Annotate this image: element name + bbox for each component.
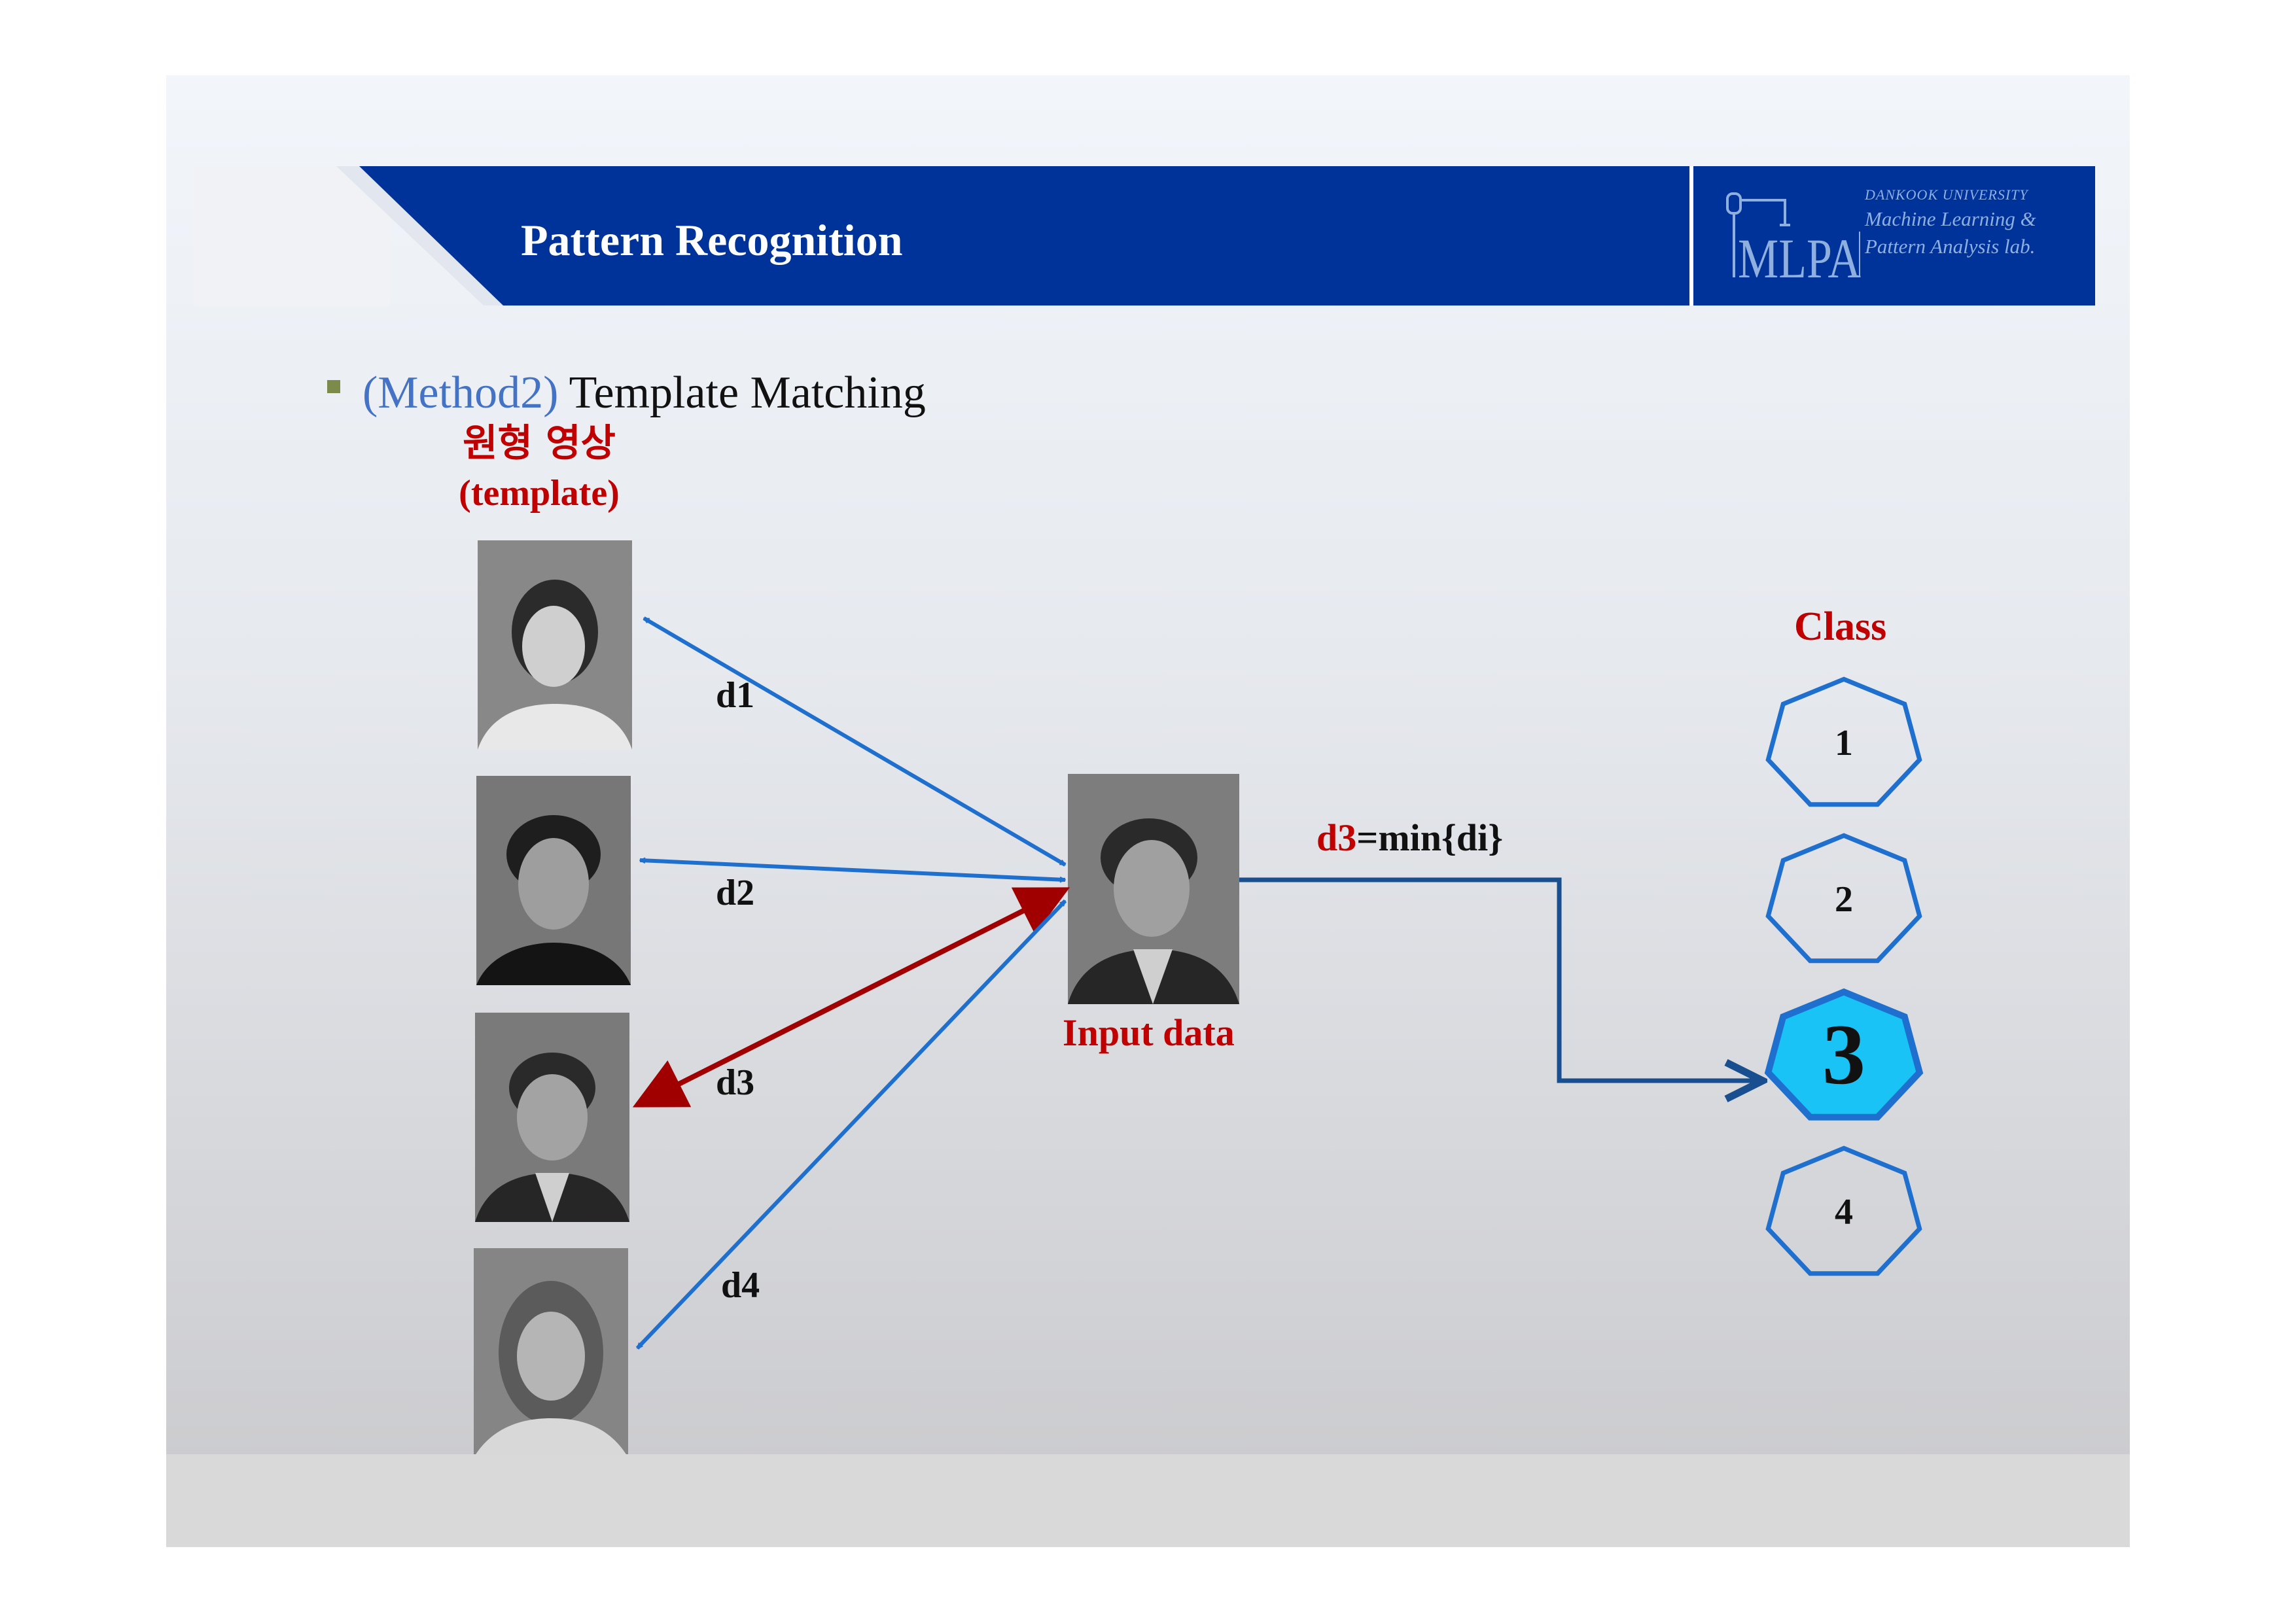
template-label-english: (template)	[459, 472, 620, 514]
logo-lab-line2: Pattern Analysis lab.	[1865, 235, 2036, 258]
logo-separator	[1689, 166, 1693, 305]
class-shape-2	[1765, 833, 1922, 964]
logo-university: DANKOOK UNIVERSITY	[1865, 186, 2028, 203]
method-label: (Method2)	[362, 368, 559, 418]
class-label-3: 3	[1822, 1006, 1865, 1103]
title-bar	[359, 166, 1884, 305]
slide: Pattern Recognition MLPA DANKOOK UNIVERS…	[166, 75, 2130, 1547]
input-face	[1068, 774, 1239, 1004]
decision-winner: d3	[1316, 816, 1357, 859]
arrow-d1	[644, 616, 1065, 867]
template-face-3	[475, 1013, 629, 1222]
diagram-arrows	[632, 616, 1924, 1350]
class-label-1: 1	[1835, 723, 1853, 764]
header-left-panel	[194, 166, 390, 305]
distance-label-d1: d1	[716, 675, 755, 716]
template-label-korean: 원형 영상	[463, 421, 616, 465]
class-label-4: 4	[1835, 1192, 1853, 1233]
lab-logo: MLPA DANKOOK UNIVERSITY Machine Learning…	[1695, 166, 2095, 305]
decision-path	[1239, 877, 1763, 1081]
decision-rule-label: d3=min{di}	[1316, 816, 1503, 860]
class-shapes	[1764, 676, 1924, 1276]
logo-text: DANKOOK UNIVERSITY Machine Learning & Pa…	[1865, 184, 2036, 260]
slide-heading: (Method2) Template Matching	[362, 367, 926, 419]
bullet-icon	[327, 380, 340, 393]
logo-letters: MLPA	[1738, 227, 1861, 284]
class-shape-1	[1765, 676, 1922, 807]
class-shape-3	[1764, 988, 1924, 1121]
slide-footer	[166, 1454, 2130, 1547]
mlpa-logo-icon: MLPA	[1726, 192, 1861, 284]
heading-text: Template Matching	[558, 368, 926, 418]
logo-lab-line1: Machine Learning &	[1865, 207, 2036, 231]
input-data-label: Input data	[1063, 1011, 1235, 1054]
distance-label-d2: d2	[716, 873, 755, 913]
class-shape-4	[1765, 1145, 1922, 1276]
decision-rule: =min{di}	[1356, 816, 1504, 859]
distance-label-d4: d4	[721, 1265, 760, 1306]
page-title: Pattern Recognition	[521, 215, 903, 265]
template-face-1	[478, 540, 632, 750]
template-face-2	[476, 776, 631, 985]
class-label-2: 2	[1835, 879, 1853, 920]
arrow-d2	[640, 860, 1065, 880]
distance-label-d3: d3	[716, 1062, 755, 1103]
template-face-4	[474, 1248, 628, 1457]
arrow-d3	[632, 887, 1070, 1108]
class-title: Class	[1794, 604, 1887, 649]
template-label: 원형 영상 (template)	[441, 419, 637, 514]
arrow-d4	[635, 899, 1067, 1350]
